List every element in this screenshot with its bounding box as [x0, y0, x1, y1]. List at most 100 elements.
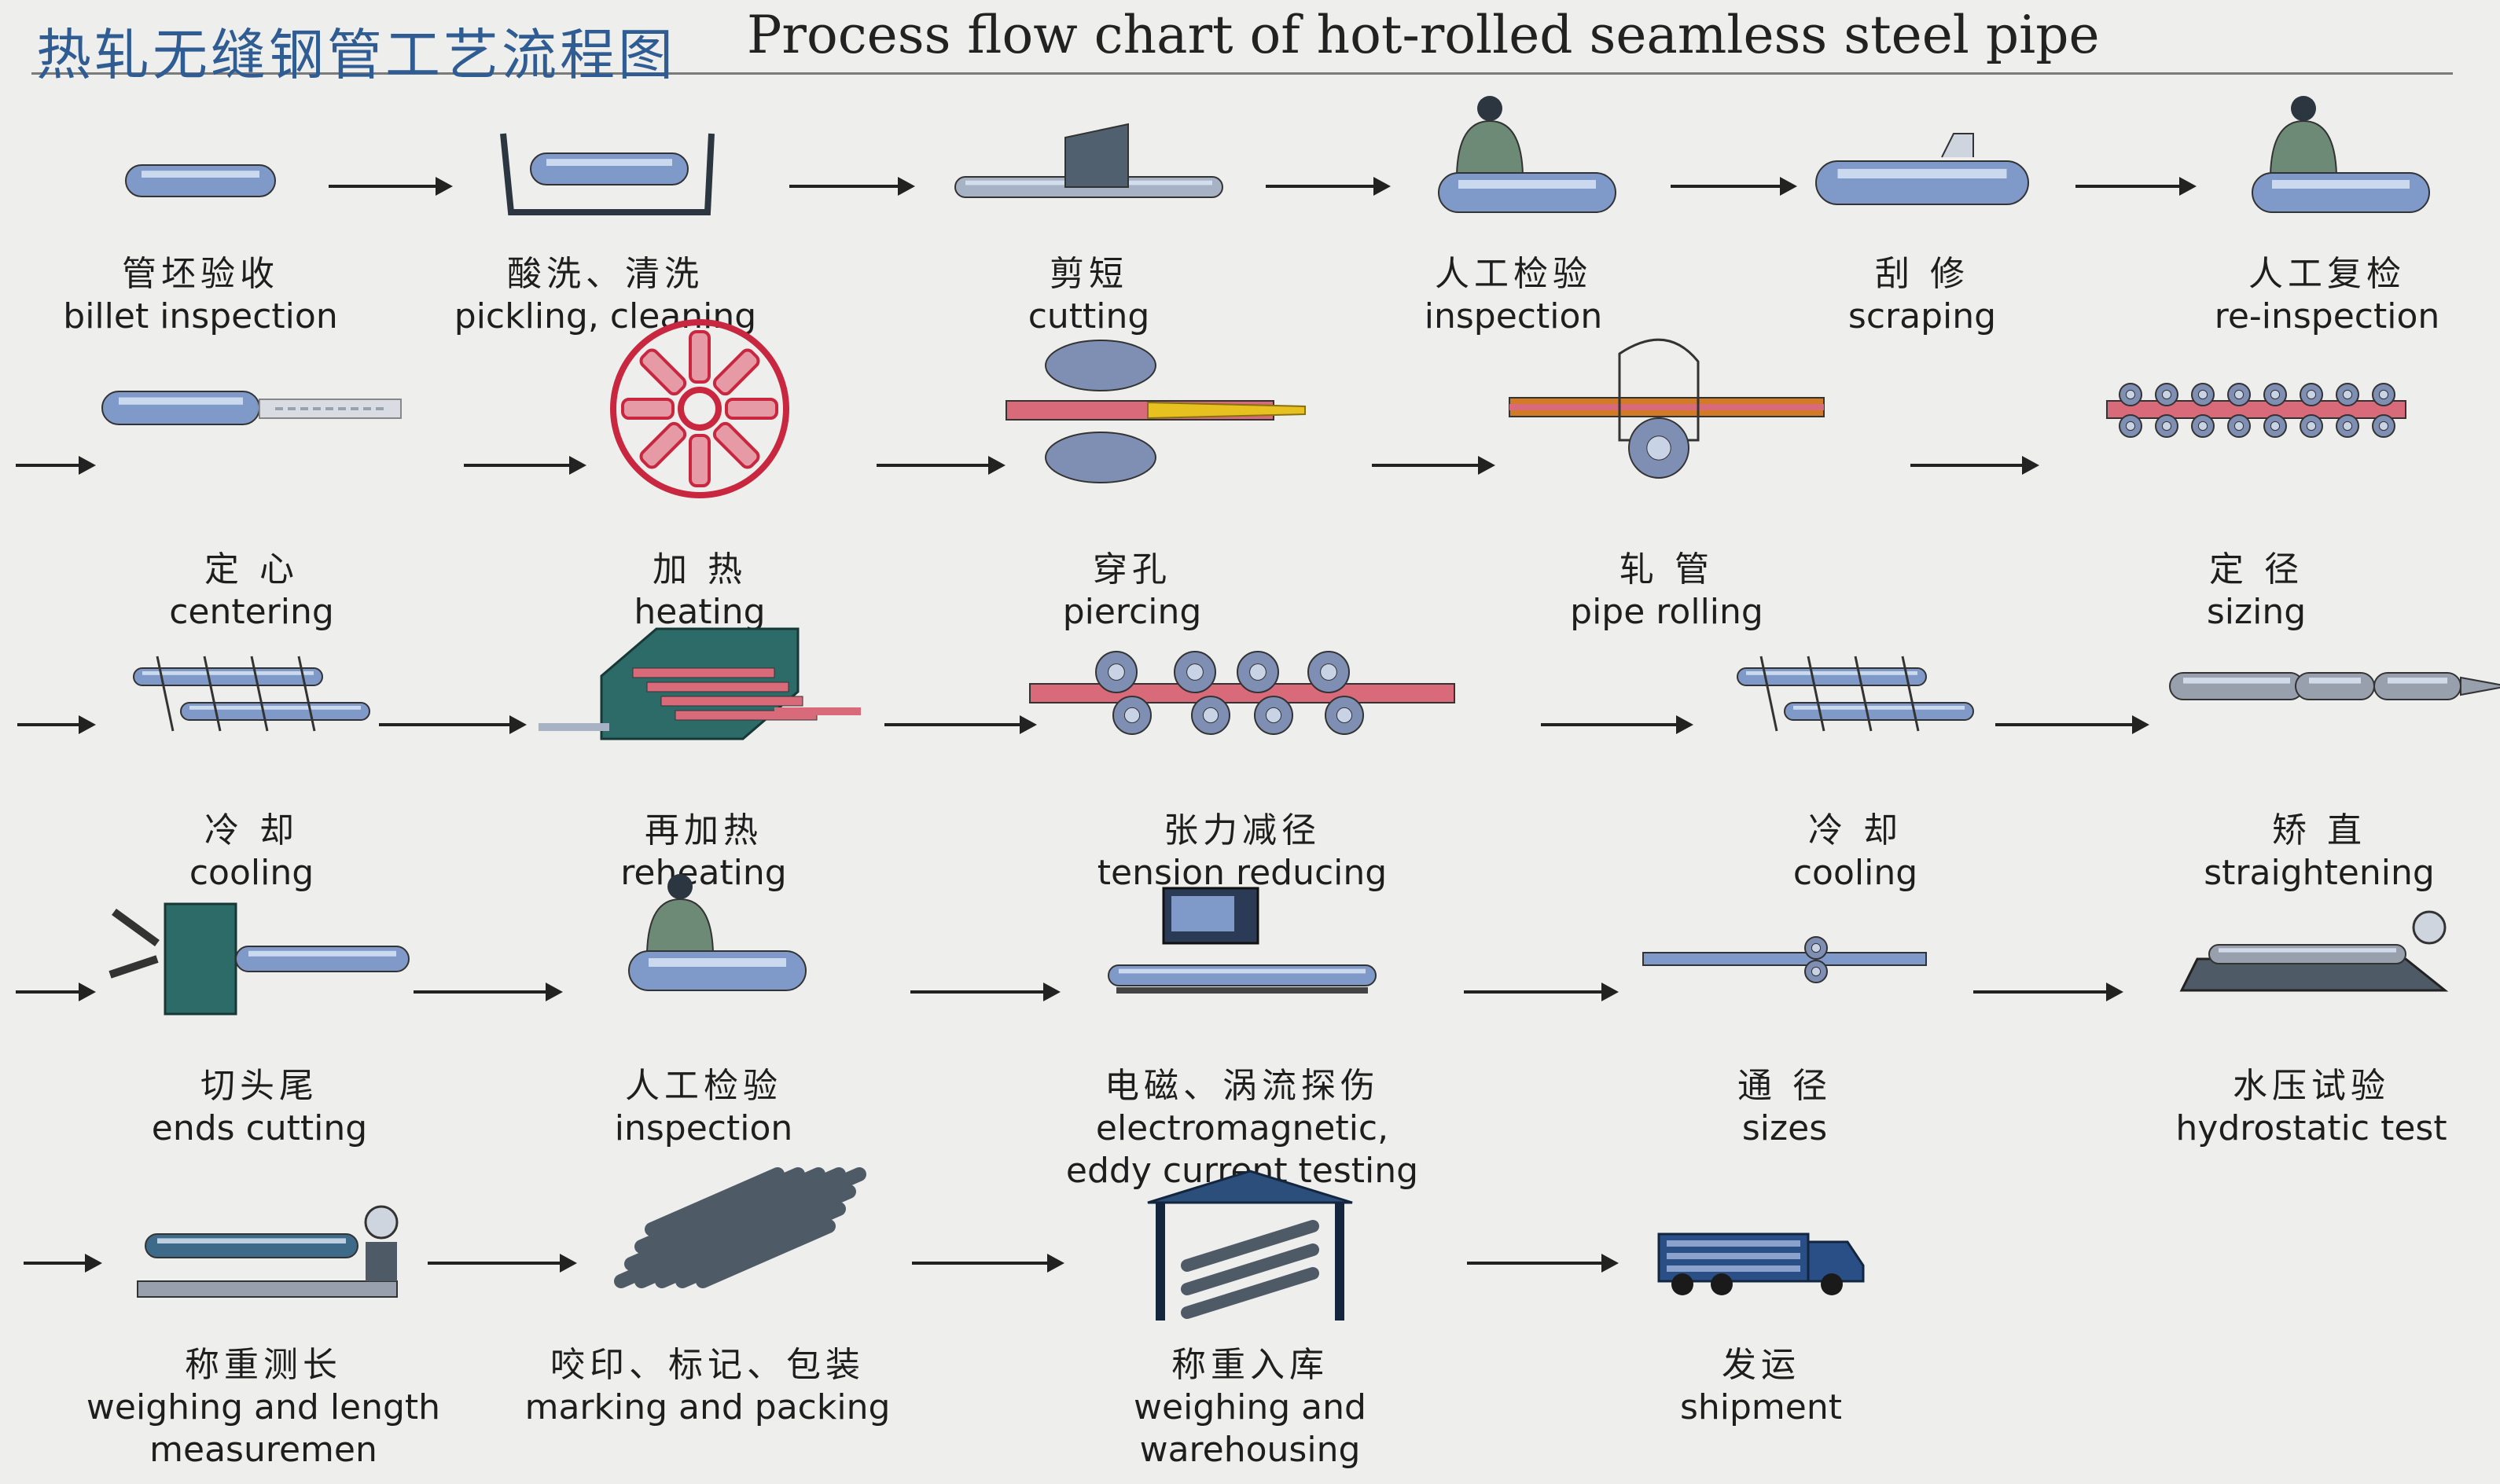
step-label-chinese: 切头尾: [200, 1066, 318, 1106]
step-label-chinese: 人工检验: [625, 1066, 782, 1106]
step-label-chinese: 电磁、涡流探伤: [1105, 1066, 1380, 1106]
step-label-chinese: 酸洗、清洗: [507, 254, 704, 294]
title-bar: 热轧无缝钢管工艺流程图 Process flow chart of hot-ro…: [31, 0, 2453, 87]
step-label-chinese: 剪短: [1050, 254, 1128, 294]
scraping-icon: [1815, 133, 2029, 205]
step-label-chinese: 加 热: [653, 549, 747, 590]
flow-arrow: [877, 456, 1006, 475]
step-label-chinese: 冷 却: [1808, 810, 1903, 850]
step-label-english: cooling: [1792, 853, 1918, 893]
flow-arrow: [16, 456, 96, 475]
flow-arrow: [1464, 983, 1619, 1001]
hydrostatic-tester-icon: [2179, 910, 2449, 992]
worker-inspection-icon: [628, 874, 807, 991]
step-label-english: centering: [169, 592, 334, 632]
step-label-english: inspection: [1424, 296, 1603, 336]
step-label-chinese: 称重测长: [185, 1345, 342, 1385]
step-label-chinese: 人工复检: [2248, 254, 2406, 294]
step-label-chinese: 定 心: [204, 549, 299, 590]
step-label-english: weighing and length measuremen: [86, 1387, 441, 1470]
step-label-english: ends cutting: [151, 1108, 368, 1148]
step-label-chinese: 刮 修: [1875, 254, 1969, 294]
pipe-bundle-icon: [614, 1167, 866, 1288]
step-label-chinese: 通 径: [1737, 1066, 1832, 1106]
truck-icon: [1657, 1232, 1865, 1295]
straightening-icon: [2169, 672, 2500, 700]
flow-arrow: [1910, 456, 2039, 475]
flow-arrow: [1266, 177, 1391, 196]
cutting-blade-icon: [954, 123, 1223, 198]
step-label-english: re-inspection: [2214, 296, 2440, 336]
flow-arrow: [16, 983, 96, 1001]
step-label-english: weighing and warehousing: [1134, 1387, 1366, 1470]
flow-arrow: [464, 456, 586, 475]
step-label-english: cutting: [1028, 296, 1150, 336]
step-label-english: pipe rolling: [1570, 592, 1763, 632]
step-label-english: heating: [634, 592, 766, 632]
step-label-chinese: 咬印、标记、包装: [550, 1345, 865, 1385]
step-label-english: shipment: [1679, 1387, 1843, 1427]
flow-arrow: [1995, 715, 2149, 734]
flow-arrow: [24, 1254, 102, 1273]
step-label-english: tension reducing: [1097, 853, 1388, 893]
flow-arrow: [329, 177, 453, 196]
flow-arrow: [910, 983, 1061, 1001]
flow-arrow: [1372, 456, 1495, 475]
worker-inspection-icon: [1438, 96, 1616, 213]
step-label-english: marking and packing: [524, 1387, 891, 1427]
rotary-furnace-icon: [610, 319, 789, 498]
step-label-english: straightening: [2204, 853, 2435, 893]
cooling-bed-icon: [133, 656, 370, 732]
step-label-chinese: 称重入库: [1171, 1345, 1329, 1385]
flow-arrow: [1973, 983, 2123, 1001]
step-label-chinese: 张力减径: [1164, 810, 1321, 850]
step-label-chinese: 人工检验: [1435, 254, 1592, 294]
billet-icon: [125, 164, 276, 197]
step-label-chinese: 发运: [1722, 1345, 1800, 1385]
flow-arrow: [414, 983, 563, 1001]
pipe-rolling-mill-icon: [1509, 338, 1825, 479]
flow-arrow: [789, 177, 915, 196]
step-label-english: cooling: [189, 853, 314, 893]
step-label-english: reheating: [620, 853, 787, 893]
step-label-chinese: 轧 管: [1619, 549, 1714, 590]
step-label-english: scraping: [1847, 296, 1997, 336]
weighing-scale-icon: [137, 1205, 399, 1298]
chart-title-chinese: 热轧无缝钢管工艺流程图: [36, 23, 676, 87]
warehouse-icon: [1147, 1170, 1353, 1321]
step-label-chinese: 穿孔: [1093, 549, 1171, 590]
flow-arrow: [884, 715, 1037, 734]
step-label-english: sizing: [2206, 592, 2307, 632]
step-label-english: hydrostatic test: [2175, 1108, 2447, 1148]
piercing-mill-icon: [1006, 340, 1306, 483]
tension-reducing-mill-icon: [1029, 651, 1455, 735]
step-label-english: sizes: [1741, 1108, 1828, 1148]
step-label-chinese: 定 径: [2209, 549, 2303, 590]
step-label-english: electromagnetic, eddy current testing: [1065, 1108, 1419, 1191]
step-label-english: inspection: [614, 1108, 793, 1148]
flow-arrow: [912, 1254, 1064, 1273]
